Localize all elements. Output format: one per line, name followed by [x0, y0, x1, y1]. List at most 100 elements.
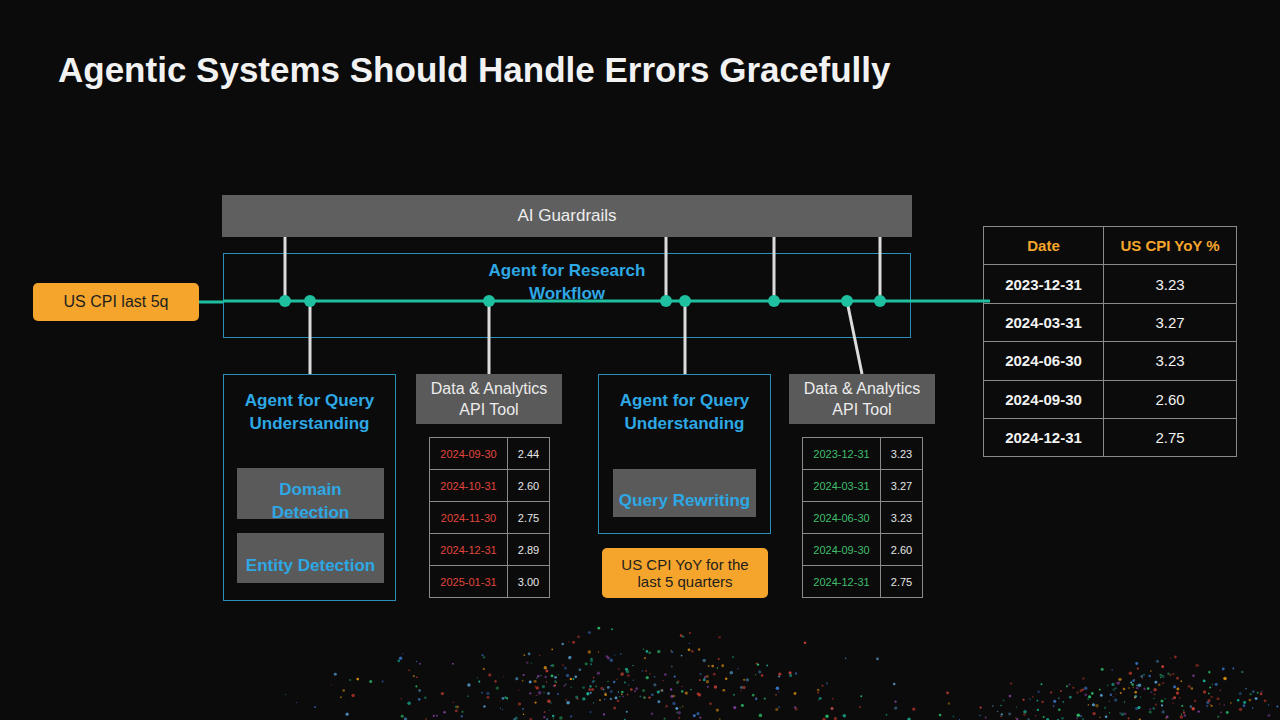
particle	[443, 711, 445, 713]
particle	[1223, 704, 1225, 706]
connector	[199, 301, 223, 304]
connector	[665, 237, 668, 301]
particle	[1162, 682, 1165, 685]
particle	[648, 651, 651, 654]
particle	[1116, 682, 1117, 683]
particle	[1132, 687, 1133, 688]
particle	[1092, 712, 1095, 715]
particle	[617, 700, 620, 703]
particle	[1220, 690, 1221, 691]
particle	[551, 649, 553, 651]
particle	[1155, 704, 1157, 706]
particle	[551, 675, 554, 678]
particle	[1037, 690, 1040, 693]
particle	[756, 663, 758, 665]
label-text: 3.27	[891, 480, 912, 492]
particle	[1008, 713, 1011, 716]
particle	[1069, 684, 1071, 686]
particle	[1113, 689, 1115, 691]
particle	[1239, 708, 1243, 712]
particle	[1154, 681, 1157, 684]
particle	[699, 716, 701, 718]
table-cell: 2.75	[881, 566, 923, 598]
connector	[309, 301, 312, 374]
particle	[1181, 705, 1183, 707]
particle	[1015, 717, 1017, 719]
particle	[626, 711, 628, 713]
particle	[603, 689, 605, 691]
particle	[817, 692, 819, 694]
particle	[1134, 696, 1136, 698]
particle	[1220, 712, 1222, 714]
particle	[570, 678, 572, 680]
particle	[1167, 672, 1169, 674]
particle	[500, 708, 501, 709]
particle	[752, 694, 755, 697]
particle	[1162, 710, 1165, 713]
particle	[1092, 703, 1095, 706]
label-text: 2024-12-31	[813, 576, 869, 588]
particle	[1058, 697, 1060, 699]
particle	[635, 687, 638, 690]
particle	[534, 701, 536, 703]
particle	[1072, 687, 1074, 689]
particle	[515, 677, 518, 680]
particle	[1264, 699, 1267, 702]
particle	[436, 715, 438, 717]
particle	[523, 654, 525, 656]
particle	[544, 666, 547, 669]
particle	[1161, 665, 1164, 668]
particle	[1095, 704, 1099, 708]
particle	[610, 690, 613, 693]
particle	[1069, 696, 1072, 699]
particle	[568, 641, 569, 642]
particle	[575, 676, 578, 679]
particle	[625, 668, 628, 671]
particle	[536, 695, 537, 696]
particle	[682, 686, 684, 688]
particle	[675, 707, 678, 710]
particle	[1172, 673, 1175, 676]
particle	[1113, 696, 1114, 697]
particle	[502, 709, 503, 710]
particle	[548, 710, 549, 711]
particle	[456, 706, 459, 709]
particle	[419, 663, 421, 665]
particle	[761, 674, 763, 676]
label-text: 2.44	[518, 448, 539, 460]
particle	[1141, 675, 1144, 678]
table-cell: 2.89	[508, 534, 550, 566]
particle	[740, 686, 743, 689]
particle	[568, 656, 571, 659]
particle	[1183, 710, 1184, 711]
particle	[585, 662, 588, 665]
label-text: 2.89	[518, 544, 539, 556]
particle	[819, 697, 822, 700]
particle	[711, 665, 714, 668]
particle	[577, 698, 579, 700]
table-cell: 2024-03-31	[803, 470, 881, 502]
particle	[1058, 709, 1061, 712]
particle	[487, 696, 490, 699]
particle	[599, 699, 601, 701]
particle	[1172, 702, 1173, 703]
particle	[1170, 657, 1172, 659]
particle	[832, 698, 834, 700]
particle	[553, 685, 555, 687]
particle	[467, 683, 471, 687]
particle	[1252, 690, 1255, 693]
particle	[595, 686, 597, 688]
particle	[741, 704, 744, 707]
particle	[452, 702, 454, 704]
particle	[1036, 700, 1038, 702]
particle	[1000, 716, 1002, 718]
particle	[1118, 678, 1121, 681]
particle	[959, 719, 960, 720]
particle	[1161, 704, 1163, 706]
connector	[847, 301, 862, 374]
particle	[543, 716, 545, 718]
particle	[342, 689, 345, 692]
node-text: Data & Analytics API Tool	[793, 378, 931, 420]
particle	[893, 683, 895, 685]
particle	[621, 694, 623, 696]
